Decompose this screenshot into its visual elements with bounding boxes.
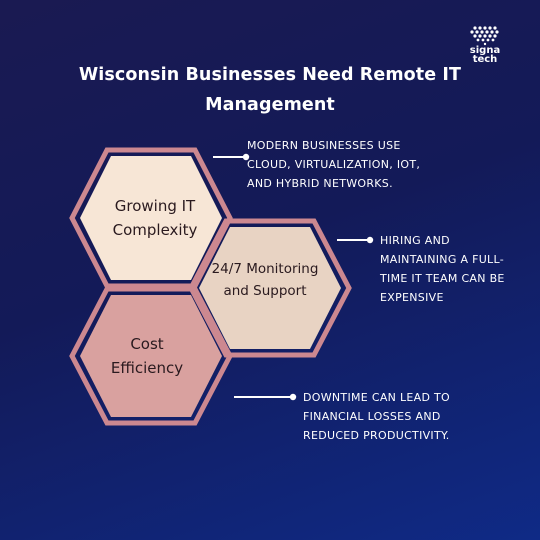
- note-growing: MODERN BUSINESSES USE CLOUD, VIRTUALIZAT…: [247, 139, 421, 190]
- connector-dot-2: [366, 236, 374, 244]
- hex-cost-fill: [80, 295, 222, 417]
- connector-dot-1: [242, 153, 250, 161]
- note-monitoring: HIRING AND MAINTAINING A FULL-TIME IT TE…: [380, 234, 505, 304]
- page-title: Wisconsin Businesses Need Remote IT Mana…: [78, 65, 462, 115]
- hex-label-monitoring: 24/7 Monitoring and Support: [211, 261, 319, 299]
- hex-label-cost: Cost Efficiency: [110, 335, 184, 377]
- hex-growing-border: [69, 147, 233, 289]
- connector-dot-3: [289, 393, 297, 401]
- note-cost: DOWNTIME CAN LEAD TO FINANCIAL LOSSES AN…: [303, 391, 451, 442]
- hex-growing-fill: [80, 156, 222, 280]
- hex-cost-border: [69, 286, 233, 426]
- hex-label-growing: Growing IT Complexity: [112, 197, 198, 239]
- logo-mark-icon: [470, 26, 499, 46]
- hex-monitoring-fill: [199, 227, 341, 349]
- hex-monitoring-border: [188, 218, 352, 358]
